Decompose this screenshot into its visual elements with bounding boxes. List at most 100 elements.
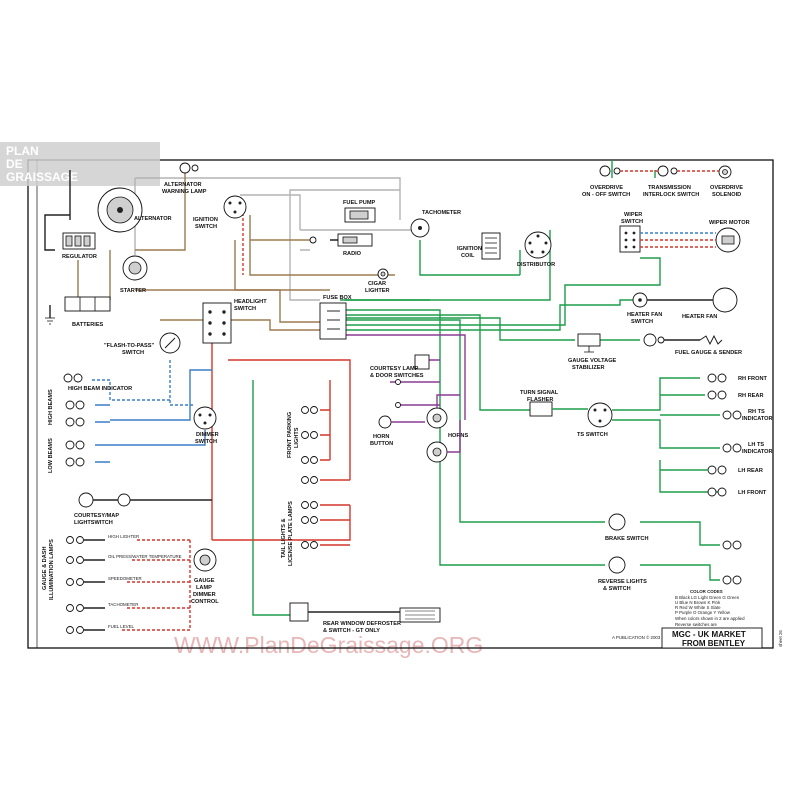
headlight-switch xyxy=(202,302,232,344)
horn-button-label-1: HORN xyxy=(373,434,389,440)
lh-front-label: LH FRONT xyxy=(738,490,767,496)
gauge-lamp-dimmer-label-2: LAMP xyxy=(196,585,212,591)
heater-fan-switch xyxy=(632,292,648,308)
alternator-warning-lamp-label-2: WARNING LAMP xyxy=(162,189,207,195)
reverse-lamp xyxy=(722,575,742,585)
distributor-label: DISTRIBUTOR xyxy=(517,262,555,268)
dimmer-switch-label-2: SWITCH xyxy=(195,439,217,445)
wire-dash-lamps xyxy=(84,539,105,631)
wire-purple-courtesy xyxy=(345,334,466,420)
radio xyxy=(309,233,373,247)
fuel-pump xyxy=(344,207,376,223)
gauge-voltage-stabilizer xyxy=(577,333,601,353)
cigar-lighter-label-1: CIGAR xyxy=(368,281,386,287)
cigar-lighter-label-2: LIGHTER xyxy=(365,288,390,294)
color-codes-note-1: When colors shown in 2 are applied xyxy=(675,616,745,621)
fuse-box-label: FUSE BOX xyxy=(323,295,352,301)
wire-green-reverse xyxy=(345,309,720,581)
heater-fan xyxy=(712,287,738,313)
brake-switch xyxy=(608,513,626,531)
horns xyxy=(426,407,448,463)
transmission-interlock-label-1: TRANSMISSION xyxy=(648,185,691,191)
fuse-box xyxy=(319,302,347,340)
flash-to-pass-label-2: SWITCH xyxy=(122,350,144,356)
lh-ts-indicator xyxy=(722,443,742,453)
tail-lights-label-1: TAIL LIGHTS & xyxy=(281,518,287,558)
dash-lamps xyxy=(66,536,84,634)
courtesy-map-light-label-1: COURTESY/MAP xyxy=(74,513,119,519)
wire-brown-d xyxy=(234,240,330,291)
heater-fan-label: HEATER FAN xyxy=(682,314,717,320)
gauge-lamp-dimmer-label-4: CONTROL xyxy=(191,599,219,605)
turn-signal-flasher xyxy=(529,401,553,417)
headlamp-high-1 xyxy=(65,400,85,410)
heater-fan-switch-label-1: HEATER FAN xyxy=(627,312,662,318)
headlamp-low-1 xyxy=(65,440,85,450)
wire-brown-c xyxy=(249,215,395,276)
svg-text:DE: DE xyxy=(6,157,23,171)
fuel-gauge xyxy=(643,333,665,347)
batteries-label: BATTERIES xyxy=(72,322,104,328)
ignition-coil-label-2: COIL xyxy=(461,253,475,259)
ignition-switch-label-1: IGNITION xyxy=(193,217,218,223)
ts-switch xyxy=(587,402,613,428)
overdrive-solenoid-label-2: SOLENOID xyxy=(712,192,741,198)
color-codes-row-1: B Black LG Light Green G Green xyxy=(675,595,740,600)
wire-horn xyxy=(391,394,461,453)
color-codes-title: COLOR CODES xyxy=(690,589,723,594)
fuel-pump-label: FUEL PUMP xyxy=(343,200,375,206)
headlamp-low-2 xyxy=(65,457,85,467)
front-parking-lights-label-2: LIGHTS xyxy=(294,427,300,448)
overdrive-solenoid-label-1: OVERDRIVE xyxy=(710,185,743,191)
lh-ts-indicator-label-2: INDICATOR xyxy=(742,449,773,455)
publisher-credit: A PUBLICATION © 2003 xyxy=(612,635,661,640)
courtesy-lamp xyxy=(395,354,430,408)
distributor xyxy=(524,231,552,259)
wiper-motor-label: WIPER MOTOR xyxy=(709,220,750,226)
tail-lights xyxy=(301,476,318,549)
horns-label: HORNS xyxy=(448,433,468,439)
diagram-frame xyxy=(27,159,774,649)
color-codes-row-3: R Red W White S Slate xyxy=(675,605,721,610)
dimmer-switch xyxy=(193,406,217,430)
dash-lamp-label-1: HIGH LIGHTER xyxy=(108,534,139,539)
color-codes-legend: COLOR CODES B Black LG Light Green G Gre… xyxy=(675,589,745,627)
rear-window-defroster-label-2: & SWITCH - GT ONLY xyxy=(323,628,380,634)
wire-green-ts xyxy=(612,377,720,493)
title-block: MGC - UK MARKET FROM BENTLEY xyxy=(661,627,763,649)
rh-rear-lamp xyxy=(707,390,727,400)
alternator-label: ALTERNATOR xyxy=(134,216,172,222)
headlight-switch-label-1: HEADLIGHT xyxy=(234,299,267,305)
ts-switch-label: TS SWITCH xyxy=(577,432,608,438)
high-beam-indicator xyxy=(63,373,83,383)
tachometer xyxy=(410,218,430,238)
wire-black-alt xyxy=(44,170,71,251)
alternator xyxy=(97,187,143,233)
fuel-sender xyxy=(699,334,723,346)
overdrive-switch-label-1: OVERDRIVE xyxy=(590,185,623,191)
front-parking-lights-label-1: FRONT PARKING xyxy=(287,412,293,458)
dash-lamp-label-4: TACHOMETER xyxy=(108,602,138,607)
wire-red-main xyxy=(211,340,351,541)
watermark: WWW.PlanDeGraissage.ORG xyxy=(174,632,483,658)
alternator-warning-lamp-label-1: ALTERNATOR xyxy=(164,182,202,188)
lh-ts-indicator-label-1: LH TS xyxy=(748,442,764,448)
wire-white-ign xyxy=(240,194,420,251)
rh-front-lamp xyxy=(707,373,727,383)
brake-switch-label: BRAKE SWITCH xyxy=(605,536,649,542)
low-beams-label: LOW BEAMS xyxy=(48,438,54,473)
lh-rear-lamp xyxy=(707,465,727,475)
courtesy-lamp-label-2: & DOOR SWITCHES xyxy=(370,373,424,379)
heater-fan-switch-label-2: SWITCH xyxy=(631,319,653,325)
courtesy-lamp-label-1: COURTESY LAMP xyxy=(370,366,419,372)
wiper-switch-label-1: WIPER xyxy=(624,212,642,218)
gauge-lamp-dimmer-label-3: DIMMER xyxy=(193,592,216,598)
horn-button xyxy=(378,415,392,429)
gauge-dash-lamps-label-1: GAUGE & DASH xyxy=(42,546,48,590)
ignition-switch xyxy=(223,195,247,219)
overdrive-switch xyxy=(599,165,621,177)
rear-window-defroster xyxy=(289,602,441,623)
wire-blue-highbeam xyxy=(95,369,212,423)
lh-rear-label: LH REAR xyxy=(738,468,763,474)
